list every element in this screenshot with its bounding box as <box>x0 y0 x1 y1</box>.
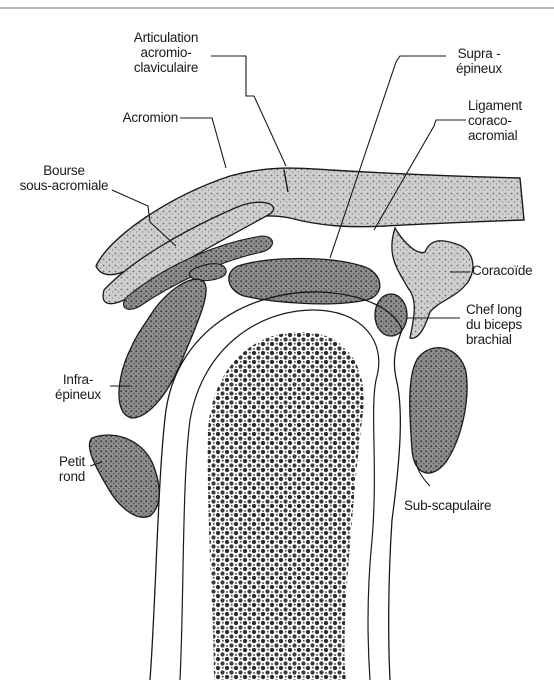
label-line: Acromion <box>90 110 178 125</box>
label-line: Bourse <box>6 163 122 178</box>
label-line: brachial <box>466 332 550 347</box>
label-infra-epineux: Infra- épineux <box>48 372 108 402</box>
label-line: du biceps <box>466 317 550 332</box>
label-line: coraco- <box>468 113 552 128</box>
label-articulation-acromio-claviculaire: Articulation acromio- claviculaire <box>116 30 216 75</box>
label-line: Sub-scapulaire <box>404 498 524 513</box>
label-line: épineux <box>444 61 514 76</box>
label-line: Chef long <box>466 302 550 317</box>
label-line: Articulation <box>116 30 216 45</box>
label-coracoide: Coracoïde <box>472 263 552 278</box>
label-line: épineux <box>48 387 108 402</box>
teres-minor-shape <box>89 435 159 517</box>
label-line: acromio- <box>116 45 216 60</box>
label-supra-epineux: Supra - épineux <box>444 46 514 76</box>
label-line: Petit <box>52 454 92 469</box>
label-petit-rond: Petit rond <box>52 454 92 484</box>
label-chef-long-biceps: Chef long du biceps brachial <box>466 302 550 347</box>
label-line: claviculaire <box>116 60 216 75</box>
label-line: rond <box>52 469 92 484</box>
subscapularis-shape <box>410 348 467 473</box>
leader-articulation <box>211 56 286 166</box>
label-line: acromial <box>468 128 552 143</box>
label-line: Ligament <box>468 98 552 113</box>
leader-acromion <box>180 118 226 168</box>
label-bourse-sous-acromiale: Bourse sous-acromiale <box>6 163 122 193</box>
label-line: sous-acromiale <box>6 178 122 193</box>
label-line: Coracoïde <box>472 263 552 278</box>
leader-supra <box>330 56 446 258</box>
label-ligament-coraco-acromial: Ligament coraco- acromial <box>468 98 552 143</box>
label-sub-scapulaire: Sub-scapulaire <box>404 498 524 513</box>
label-line: Infra- <box>48 372 108 387</box>
label-line: Supra - <box>444 46 514 61</box>
label-acromion: Acromion <box>90 110 178 125</box>
humeral-head-marrow <box>208 332 364 680</box>
